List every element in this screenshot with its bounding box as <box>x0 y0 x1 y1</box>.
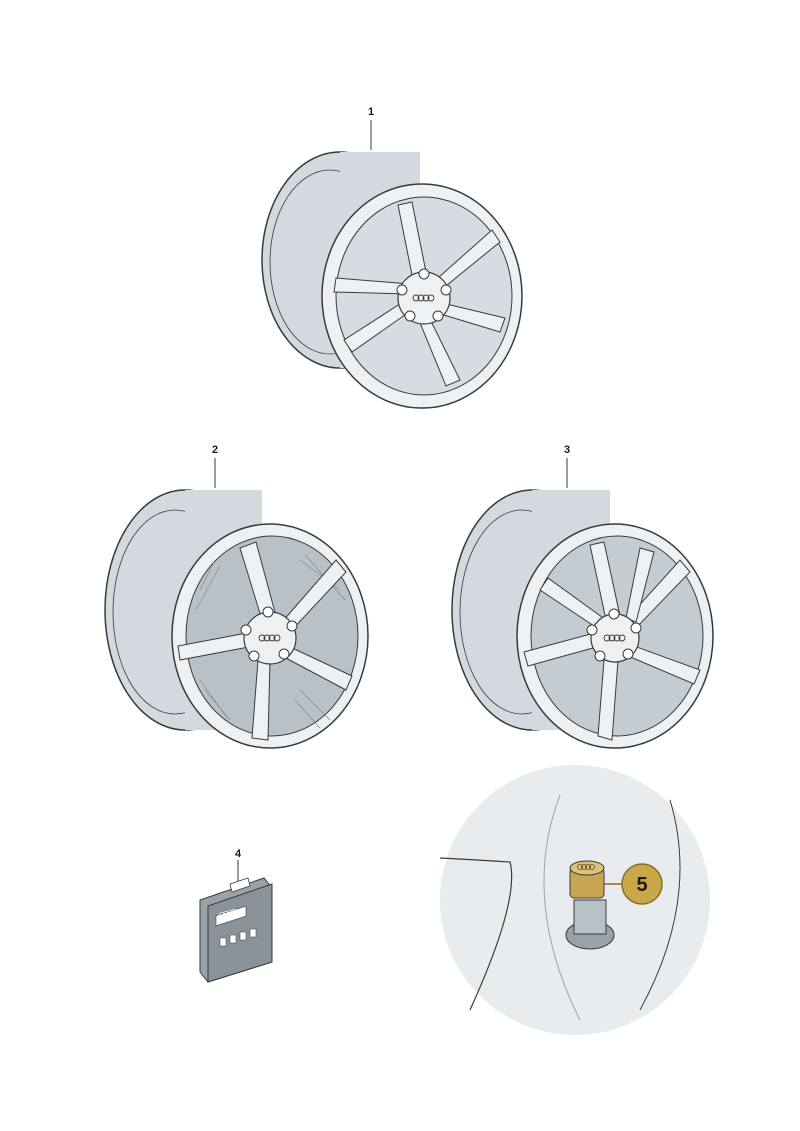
callout-5: 5 <box>636 874 647 896</box>
four-rings-logo-icon <box>603 634 626 642</box>
wheel-1[interactable]: 1 <box>261 106 523 409</box>
four-rings-logo-icon <box>577 864 595 870</box>
four-rings-logo-icon <box>412 294 435 302</box>
valve-cap-5[interactable]: 5 <box>439 765 710 1035</box>
callout-1: 1 <box>368 106 374 118</box>
wheel-3[interactable]: 3 <box>451 444 714 749</box>
callout-3: 3 <box>564 444 570 456</box>
four-rings-logo-icon <box>258 634 281 642</box>
four-rings-logo-icon <box>219 909 237 918</box>
package-4[interactable]: 4 <box>199 848 273 983</box>
wheel-2[interactable]: 2 <box>104 444 369 749</box>
callout-2: 2 <box>212 444 218 456</box>
callout-5-badge <box>621 863 663 905</box>
callout-4: 4 <box>235 848 242 860</box>
